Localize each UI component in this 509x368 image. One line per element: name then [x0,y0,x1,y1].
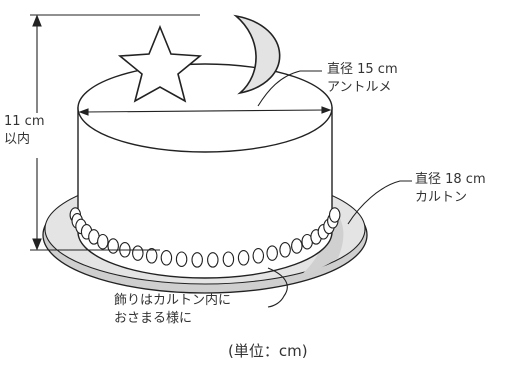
board-label-line2: カルトン [415,190,468,205]
pearl-bead [328,207,341,223]
star-decoration [117,24,203,103]
pearl-bead [175,251,188,267]
board-label: 直径 18 cm カルトン [415,171,486,207]
top-label-line1: 直径 15 cm [327,62,398,77]
pearl-decoration [69,207,341,268]
deco-label-line2: おさまる様に [114,311,193,326]
deco-label: 飾りはカルトン内に おさまる様に [114,292,231,328]
height-label-line2: 以内 [4,132,31,147]
top-diameter-arrow [78,106,332,116]
height-dimension [30,14,200,251]
pearl-bead [207,252,219,268]
pearl-bead [291,238,303,254]
top-label-line2: アントルメ [327,80,392,95]
unit-label: (単位：cm) [228,342,308,360]
pearl-bead [279,242,291,258]
deco-label-line1: 飾りはカルトン内に [114,293,232,308]
pearl-bead [266,245,278,261]
height-label-line1: 11 cm [4,114,45,129]
pearl-bead [107,238,119,254]
pearl-bead [132,245,144,261]
pearl-bead [252,248,265,264]
top-label: 直径 15 cm アントルメ [327,61,398,97]
board-leader-line [347,180,412,225]
board-label-line1: 直径 18 cm [415,172,486,187]
pearl-bead [97,233,109,250]
pearl-bead [237,250,250,266]
pearl-bead [222,251,235,267]
pearl-bead [160,250,173,266]
height-label: 11 cm 以内 [4,113,45,149]
deco-leader-line [267,267,288,308]
pearl-bead [191,252,203,268]
top-leader-line [257,70,322,107]
moon-decoration [233,14,281,95]
pearl-bead [145,248,158,264]
